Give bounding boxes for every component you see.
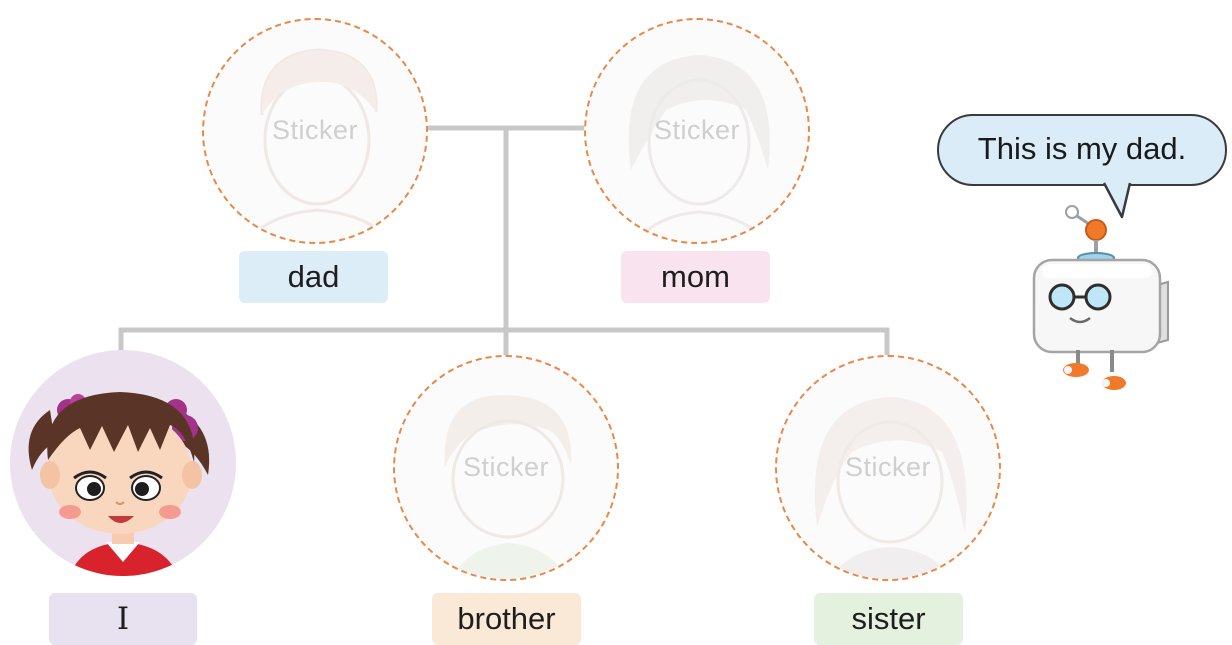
robot-mascot-icon (1032, 205, 1169, 390)
sticker-placeholder-text: Sticker (844, 452, 932, 482)
faded-face-placeholder-icon (444, 394, 572, 579)
speech-bubble: This is my dad. (937, 114, 1227, 186)
girl-portrait-icon (28, 392, 210, 576)
label-brother: brother (432, 593, 581, 645)
girl-portrait (10, 350, 236, 576)
label-mom: mom (621, 251, 770, 303)
faded-face-placeholder-icon (628, 55, 770, 242)
sticker-placeholder-text: Sticker (271, 115, 359, 145)
sticker-placeholder-text: Sticker (462, 452, 550, 482)
sticker-placeholder-text: Sticker (653, 115, 741, 145)
label-me: I (49, 593, 197, 645)
mom-sticker-slot[interactable]: Sticker (584, 18, 810, 244)
dad-sticker-slot[interactable]: Sticker (202, 18, 428, 244)
speech-bubble-tail (1102, 175, 1132, 219)
sister-sticker-slot[interactable]: Sticker (775, 355, 1001, 581)
faded-face-placeholder-icon (245, 48, 393, 242)
faded-face-placeholder-icon (814, 397, 967, 579)
label-dad: dad (239, 251, 388, 303)
label-sister: sister (814, 593, 963, 645)
speech-bubble-text: This is my dad. (977, 131, 1187, 166)
brother-sticker-slot[interactable]: Sticker (393, 355, 619, 581)
